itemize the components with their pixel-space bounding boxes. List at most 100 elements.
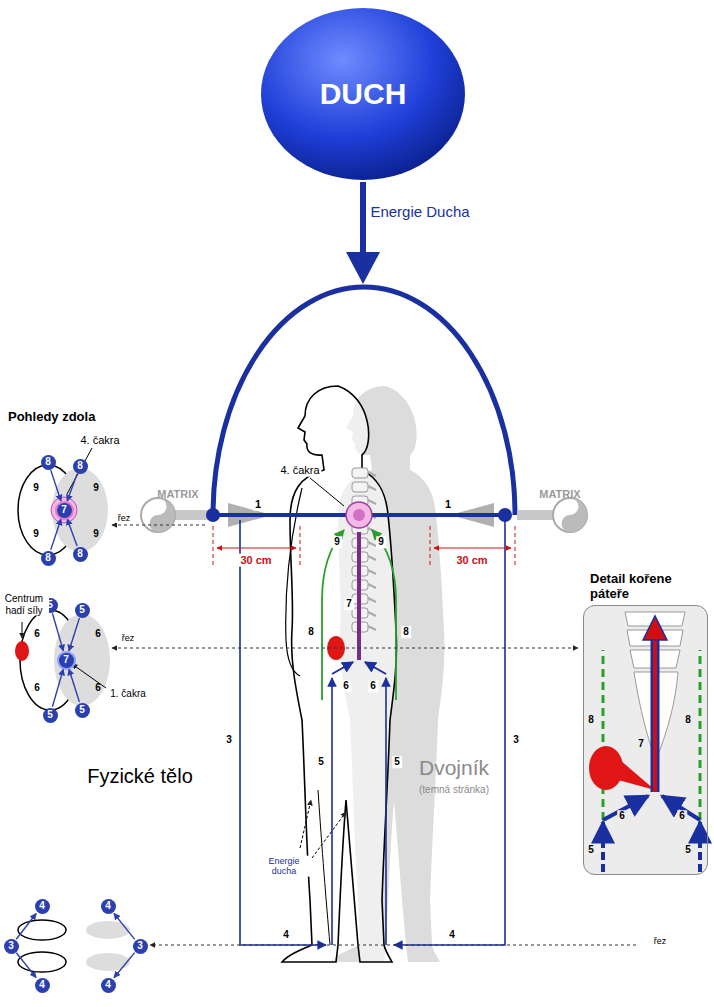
callout-number: 8 xyxy=(683,714,693,726)
callout-circle: 4 xyxy=(35,899,50,914)
callout-number: 5 xyxy=(47,710,53,720)
energy-line-part xyxy=(206,508,220,522)
connector xyxy=(52,669,63,707)
energy-line-part xyxy=(385,678,387,945)
dimension-part xyxy=(217,548,296,549)
dimension-part xyxy=(434,548,511,549)
section-label: řez xyxy=(116,513,133,523)
callout-number: 3 xyxy=(137,941,143,951)
energy-line-part xyxy=(498,508,512,522)
view-outline-part xyxy=(54,614,110,706)
spine-part xyxy=(368,486,376,490)
spine-part xyxy=(368,584,376,588)
spirit-flow-part xyxy=(360,182,366,258)
view-outline-part xyxy=(15,641,29,661)
section-line-part xyxy=(112,525,205,526)
dimension-label: 30 cm xyxy=(454,554,489,567)
energy-line-part xyxy=(322,530,344,700)
matrix-symbol-part xyxy=(553,498,587,532)
body-label: Dvojník xyxy=(419,756,489,780)
spine-part xyxy=(368,500,376,504)
connector xyxy=(67,474,77,501)
detail-panel-part xyxy=(653,632,657,792)
detail-panel-part xyxy=(589,746,623,790)
view-outline-part xyxy=(18,920,66,940)
view-outline xyxy=(15,465,130,972)
view-outline-part xyxy=(52,468,108,552)
callout-number: 4 xyxy=(105,901,111,911)
view-outline-part xyxy=(18,952,66,972)
view-outline-part xyxy=(86,953,130,971)
energy-line-part xyxy=(346,502,372,528)
callout-number: 5 xyxy=(316,756,326,768)
detail-panel xyxy=(583,605,708,875)
energy-line-part xyxy=(372,530,396,700)
callout-circle: 7 xyxy=(57,503,72,518)
detail-panel-part xyxy=(602,650,605,820)
callout-number: 8 xyxy=(77,461,83,471)
detail-panel-part xyxy=(601,822,605,872)
spine-part xyxy=(368,472,376,476)
spine-part xyxy=(368,612,376,616)
callout-number: 6 xyxy=(341,680,351,692)
callout-number: 3 xyxy=(8,941,14,951)
spirit-ellipse xyxy=(261,8,465,180)
connector xyxy=(51,519,61,550)
callout-number: 8 xyxy=(401,626,411,638)
energy-line-part xyxy=(331,678,333,945)
callout-number: 7 xyxy=(63,655,69,665)
callout-number: 7 xyxy=(61,505,67,515)
callout-number: 8 xyxy=(586,714,596,726)
matrix-symbol-part xyxy=(517,510,553,520)
callout-number: 4 xyxy=(39,901,45,911)
connector xyxy=(114,953,135,978)
spine-part xyxy=(368,626,376,630)
leader-line-part xyxy=(310,478,344,506)
callout-circle: 4 xyxy=(35,978,50,993)
callout-number: 6 xyxy=(617,810,627,822)
callout-number: 9 xyxy=(33,482,39,494)
callout-number: 7 xyxy=(636,738,646,750)
callout-circle: 4 xyxy=(101,978,116,993)
connector xyxy=(16,953,36,978)
callout-circle: 8 xyxy=(73,547,88,562)
energy-line-part xyxy=(394,520,505,945)
spine-part xyxy=(368,556,376,560)
connector xyxy=(114,913,135,939)
callout-number: 3 xyxy=(224,734,234,746)
section-line-part xyxy=(150,945,636,946)
energy-line-part xyxy=(240,520,326,945)
connector xyxy=(16,914,36,940)
matrix-symbol-part xyxy=(174,510,208,520)
callout-circle: 8 xyxy=(41,455,56,470)
section-label: řez xyxy=(120,633,137,643)
body-note: (temná stránka) xyxy=(419,784,489,796)
energy-line-part xyxy=(353,509,365,521)
connector xyxy=(52,613,63,651)
section-line xyxy=(112,525,636,945)
leader-line-part xyxy=(67,448,92,494)
callout-circle: 8 xyxy=(73,459,88,474)
detail-panel-part xyxy=(643,616,667,640)
callout-number: 5 xyxy=(79,705,85,715)
spirit-ellipse: DUCH xyxy=(261,8,465,180)
callout-number: 5 xyxy=(683,844,693,856)
detail-panel-part xyxy=(651,628,660,792)
callout-number: 4 xyxy=(281,929,291,941)
callout-number: 6 xyxy=(368,680,378,692)
callout-number: 8 xyxy=(45,553,51,563)
callout-circle: 7 xyxy=(59,653,74,668)
callout-number: 9 xyxy=(332,536,342,548)
callout-number: 9 xyxy=(93,528,99,540)
section-line-part xyxy=(112,648,578,649)
energy-line-part xyxy=(332,662,353,674)
spine-part xyxy=(352,468,368,478)
callout-number: 5 xyxy=(392,756,402,768)
callout-number: 6 xyxy=(95,628,101,640)
energy-line-part xyxy=(365,662,386,674)
matrix-symbol-part xyxy=(562,498,588,532)
detail-panel-part xyxy=(618,760,655,790)
callout-circle: 5 xyxy=(75,703,90,718)
chakra-label: 4. čakra xyxy=(78,434,121,447)
callout-number: 7 xyxy=(344,598,354,610)
